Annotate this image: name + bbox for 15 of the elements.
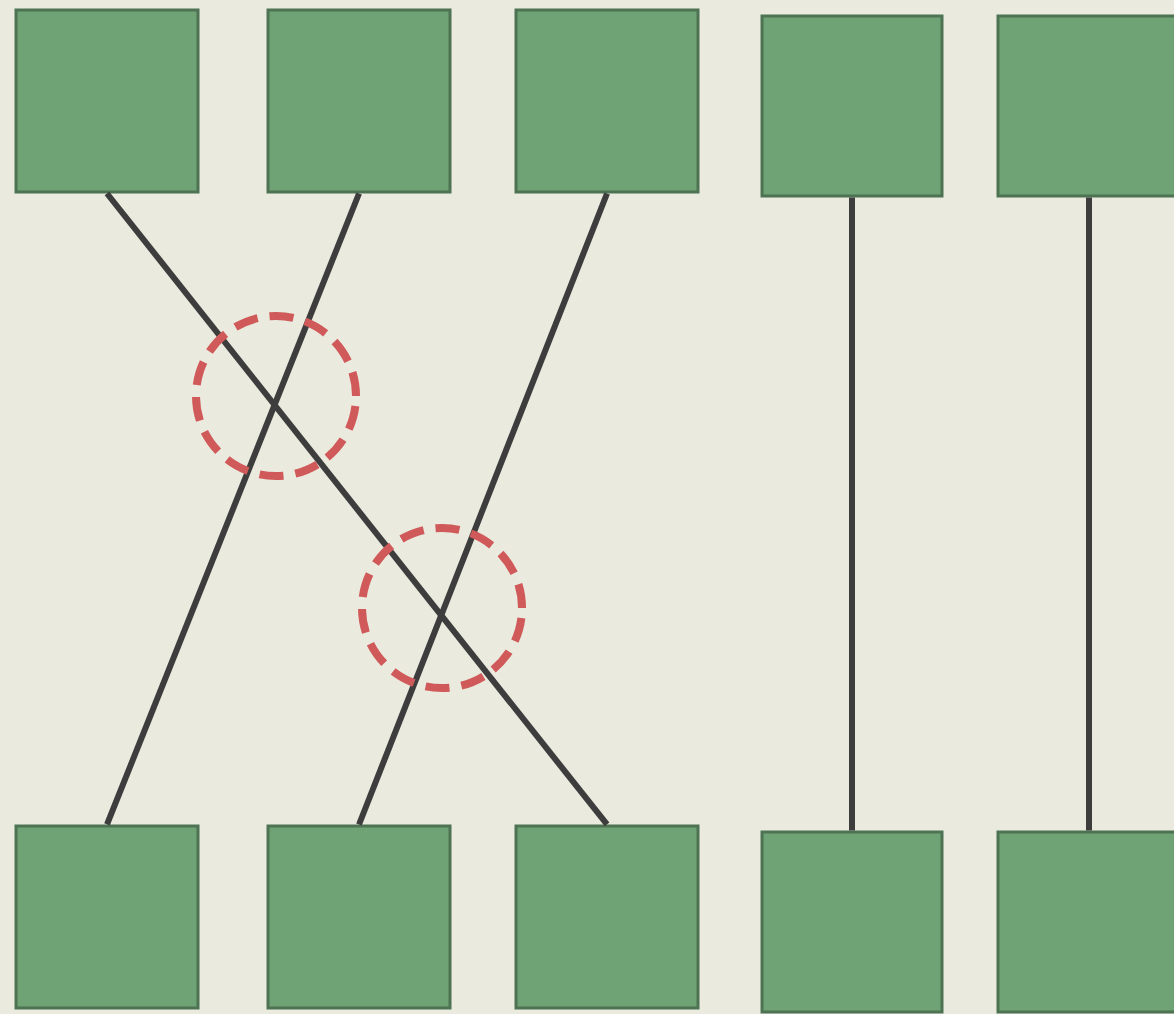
box: [760, 830, 944, 1014]
box: [996, 830, 1174, 1014]
box: [266, 8, 452, 194]
box: [514, 8, 700, 194]
box: [14, 8, 200, 194]
box: [266, 824, 452, 1010]
connector-line: [1086, 197, 1092, 831]
box: [996, 14, 1174, 198]
connector-line: [104, 192, 362, 826]
connector-line: [104, 191, 610, 827]
box: [760, 14, 944, 198]
box: [514, 824, 700, 1010]
connector-line: [849, 197, 855, 831]
box: [14, 824, 200, 1010]
connector-line: [356, 192, 610, 826]
